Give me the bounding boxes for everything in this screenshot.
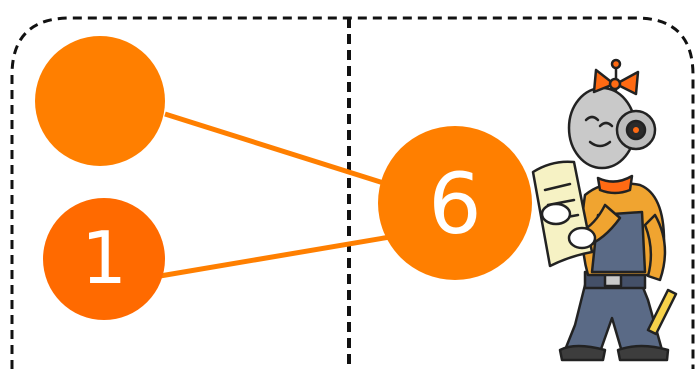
whole-value: 6 bbox=[428, 155, 481, 253]
bond-line-top bbox=[164, 111, 391, 188]
part-circle-bottom: 1 bbox=[43, 198, 165, 320]
robot-girl-reading-paper-icon bbox=[531, 58, 678, 362]
bond-line-bottom bbox=[159, 234, 391, 279]
whole-circle: 6 bbox=[378, 126, 532, 280]
part-circle-top bbox=[35, 36, 165, 166]
card-border bbox=[10, 16, 695, 369]
part-value-bottom: 1 bbox=[81, 216, 127, 300]
